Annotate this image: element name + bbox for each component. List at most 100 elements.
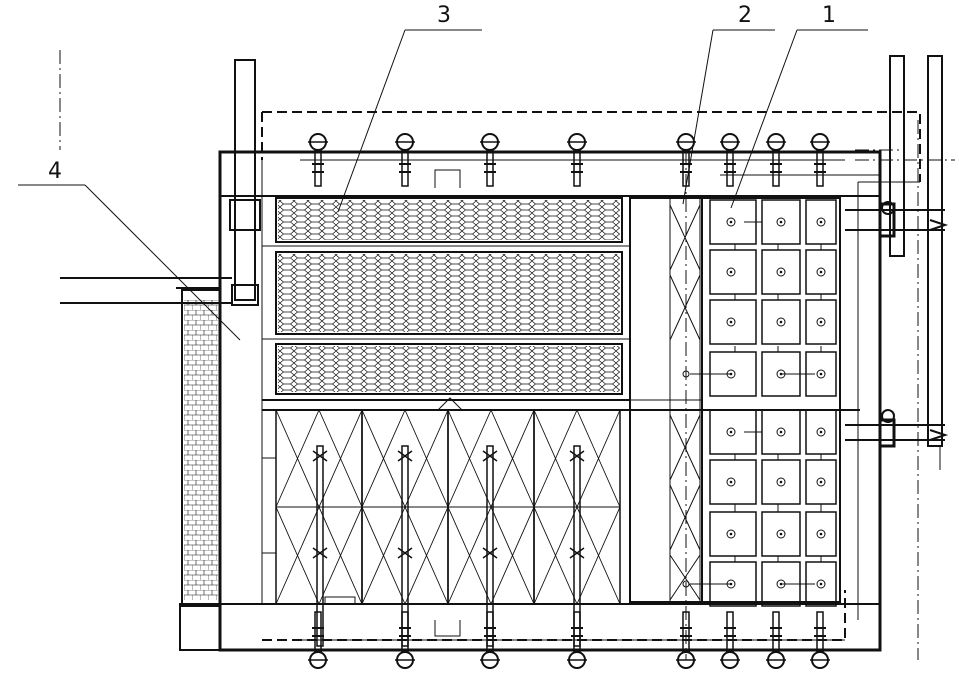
- nozzle-point: [726, 477, 736, 487]
- nozzle-cell: [761, 511, 801, 557]
- bottom-valve-flange: [571, 627, 583, 637]
- hopper-pipe-4: [573, 445, 581, 647]
- nozzle-dot: [819, 532, 823, 536]
- nozzle-cell: [709, 299, 757, 345]
- callout-2: 2: [738, 3, 752, 28]
- media-panel-2: [275, 251, 623, 335]
- hopper-zone: [262, 409, 621, 647]
- outlet-arrow-lower: [929, 429, 949, 441]
- top-valve-flange: [484, 163, 496, 173]
- hopper-pipe-joint: [397, 547, 413, 559]
- hopper-pipe-joint: [569, 547, 585, 559]
- bottom-valve-flange: [814, 627, 826, 637]
- nozzle-dot: [779, 270, 783, 274]
- top-valve-flange: [571, 163, 583, 173]
- leader-4: [84, 184, 241, 341]
- callout-leaders: [18, 29, 868, 341]
- hopper-bracing-2: [361, 409, 449, 605]
- hopper-bracing-1: [275, 409, 363, 605]
- nozzle-dot: [819, 270, 823, 274]
- outlet-arrow-upper: [929, 219, 949, 231]
- construction-lines: [59, 50, 955, 161]
- bottom-valve-stem: [401, 611, 409, 653]
- nozzle-dot: [729, 270, 733, 274]
- top-valve-flange: [312, 163, 324, 173]
- nozzle-dot: [779, 532, 783, 536]
- leader-3: [337, 29, 406, 213]
- nozzle-dot: [729, 480, 733, 484]
- top-valve-flange: [814, 163, 826, 173]
- vertical-riser-pipe: [234, 59, 256, 301]
- top-valve-stem: [401, 149, 409, 187]
- nozzle-point: [776, 477, 786, 487]
- nozzle-dot: [819, 430, 823, 434]
- bottom-valve-flange: [770, 627, 782, 637]
- top-valve-stem: [816, 149, 824, 187]
- hopper-bracing-4: [533, 409, 621, 605]
- outer-dashed-contour-bottom: [262, 590, 846, 641]
- nozzle-dot: [729, 320, 733, 324]
- bottom-notch-1: [434, 620, 461, 637]
- hopper-pipe-joint: [482, 450, 498, 462]
- nozzle-dot: [819, 480, 823, 484]
- nozzle-point: [726, 427, 736, 437]
- center-peak-mark: [437, 397, 463, 411]
- nozzle-point: [726, 267, 736, 277]
- nozzle-cell-zone-1: [682, 197, 841, 607]
- right-riser-b: [927, 55, 943, 447]
- nozzle-cell: [709, 249, 757, 295]
- nozzle-dot: [779, 220, 783, 224]
- baffle-cross-bracing: [669, 204, 701, 601]
- bottom-valve-stem: [682, 611, 690, 653]
- top-valve-stem: [573, 149, 581, 187]
- callout-1: 1: [822, 3, 836, 28]
- nozzle-point: [816, 579, 826, 589]
- media-zone-3: [262, 197, 860, 411]
- bottom-valve-stem: [486, 611, 494, 653]
- nozzle-point: [816, 427, 826, 437]
- hopper-pipe-joint: [482, 547, 498, 559]
- top-valve-stem: [772, 149, 780, 187]
- nozzle-dot: [779, 430, 783, 434]
- hopper-pipe-joint: [312, 450, 328, 462]
- nozzle-cell: [709, 511, 757, 557]
- top-notch-1: [434, 169, 461, 188]
- nozzle-dot: [729, 532, 733, 536]
- nozzle-dot: [729, 582, 733, 586]
- outlet-flange-lower: [878, 418, 896, 448]
- hopper-bracing-3: [447, 409, 535, 605]
- callout-4: 4: [48, 159, 62, 184]
- bottom-valve-flange: [724, 627, 736, 637]
- nozzle-point: [816, 217, 826, 227]
- nozzle-header-point: [682, 370, 690, 378]
- riser-elbow-top: [229, 199, 261, 231]
- hopper-pipe-2: [401, 445, 409, 647]
- bottom-valve-flange: [484, 627, 496, 637]
- right-riser-a: [889, 55, 905, 257]
- bottom-valve-flange: [680, 627, 692, 637]
- top-valve-flange: [770, 163, 782, 173]
- top-valve-stem: [726, 149, 734, 187]
- nozzle-point: [816, 369, 826, 379]
- nozzle-dot: [729, 372, 733, 376]
- bottom-valve-flange: [399, 627, 411, 637]
- nozzle-point: [776, 267, 786, 277]
- riser-elbow-bottom: [231, 284, 259, 306]
- media-panel-3: [275, 343, 623, 395]
- top-valve-stem: [314, 149, 322, 187]
- hopper-side-ties: [262, 457, 276, 554]
- nozzle-point: [816, 477, 826, 487]
- nozzle-dot: [819, 320, 823, 324]
- nozzle-dot: [779, 480, 783, 484]
- nozzle-cell: [709, 459, 757, 505]
- leader-2: [682, 29, 714, 205]
- nozzle-point: [726, 217, 736, 227]
- nozzle-cell: [761, 249, 801, 295]
- nozzle-dot: [819, 372, 823, 376]
- media-panel-1: [275, 197, 623, 243]
- top-valve-flange: [724, 163, 736, 173]
- leader-1: [730, 29, 798, 209]
- nozzle-point: [816, 267, 826, 277]
- nozzle-dot: [779, 320, 783, 324]
